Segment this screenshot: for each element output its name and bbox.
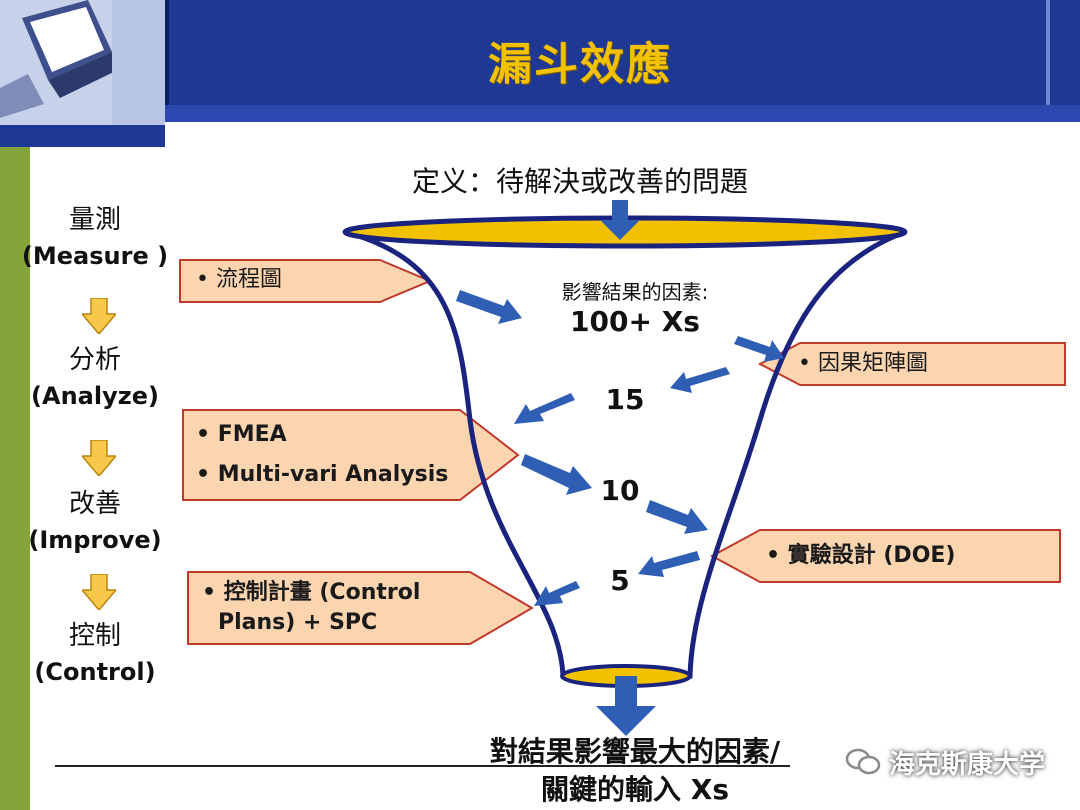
callout-flowchart-box [179,259,433,303]
level-10: 10 [600,474,640,507]
step-analyze: 分析 (Analyze) [20,342,170,414]
arrow-doe-in [646,500,708,534]
computer-monitor-icon [0,0,165,125]
arrow-doe-out [638,551,700,577]
level-5: 5 [610,564,630,597]
down-arrow-icon [82,440,116,476]
arrow-cause-effect-out [670,367,730,393]
step-improve-en: (Improve) [28,526,162,554]
step-measure-en: (Measure ) [21,242,169,270]
callout-doe-box [709,529,1061,583]
callout-control-line1: • 控制計畫 (Control [202,580,421,605]
callout-cause-effect: • 因果矩陣圖 [798,351,928,376]
watermark-text: 海克斯康大学 [889,749,1046,780]
down-arrow-icon [82,574,116,610]
callout-doe: • 實驗設計 (DOE) [766,543,956,568]
arrow-control [534,581,580,606]
step-control-en: (Control) [34,658,156,686]
arrow-flowchart [456,290,522,324]
callout-fmea: • FMEA [196,422,287,447]
callout-fmea-box [182,409,520,501]
arrow-fmea-in [514,393,575,424]
step-control-zh: 控制 [68,621,121,651]
callout-flowchart: • 流程圖 [196,267,282,292]
bottom-text-line2: 關鍵的輸入 Xs [540,773,729,806]
bottom-text-line1: 對結果影響最大的因素/ [489,735,781,768]
arrow-fmea-out [521,454,592,495]
watermark: 海克斯康大学 [845,742,1045,782]
header-stripe [165,105,1080,122]
left-accent-band [0,147,30,810]
factors-count: 100+ Xs [570,305,700,338]
header-bar [165,0,1080,105]
bottom-rule [55,765,790,767]
output-arrow [596,676,656,736]
callout-control-box [187,571,534,645]
step-measure: 量測 (Measure ) [20,202,170,274]
left-band-top [0,125,165,147]
callout-multivari: • Multi-vari Analysis [196,462,449,487]
definition-text: 定义：待解決或改善的問題 [411,165,748,198]
step-measure-zh: 量測 [68,205,121,235]
down-arrow-icon [82,298,116,334]
chat-bubble-icon [845,748,881,775]
logo-panel [0,0,165,125]
input-arrow [600,200,640,240]
step-analyze-en: (Analyze) [31,382,159,410]
callout-control-line2: Plans) + SPC [218,610,378,635]
step-analyze-zh: 分析 [68,345,121,375]
step-improve-zh: 改善 [68,489,121,519]
arrow-cause-effect-in [734,336,784,362]
page-title: 漏斗效應 [488,39,672,90]
level-15: 15 [605,383,645,416]
step-improve: 改善 (Improve) [20,486,170,558]
header-rail [1046,0,1050,105]
factors-label: 影響結果的因素: [561,280,709,304]
step-control: 控制 (Control) [20,618,170,690]
